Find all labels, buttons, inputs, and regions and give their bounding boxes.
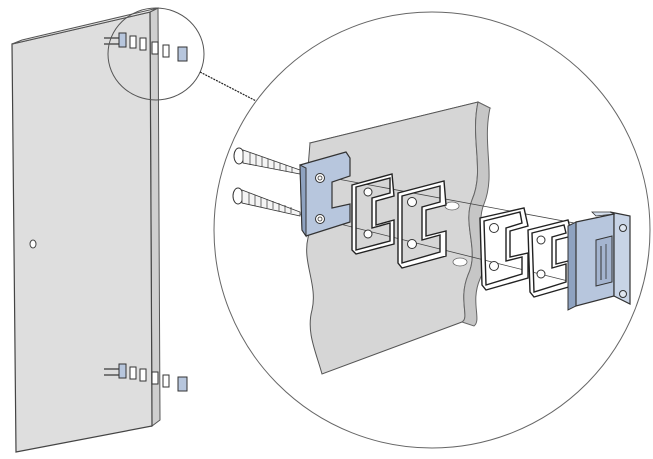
door-hole xyxy=(29,239,37,249)
gasket-3 xyxy=(479,207,529,291)
gasket-2 xyxy=(397,180,447,269)
small-callout-circle xyxy=(107,7,205,101)
callout-leader-line xyxy=(199,71,263,105)
hinge-body xyxy=(567,211,631,311)
gasket-1 xyxy=(351,173,395,255)
glass-door-panel xyxy=(11,7,161,453)
fixing-screw-lower xyxy=(232,187,301,217)
wall-mount-plate xyxy=(299,151,351,238)
bottom-hinge-assembly xyxy=(104,363,188,392)
top-hinge-assembly xyxy=(104,32,188,62)
